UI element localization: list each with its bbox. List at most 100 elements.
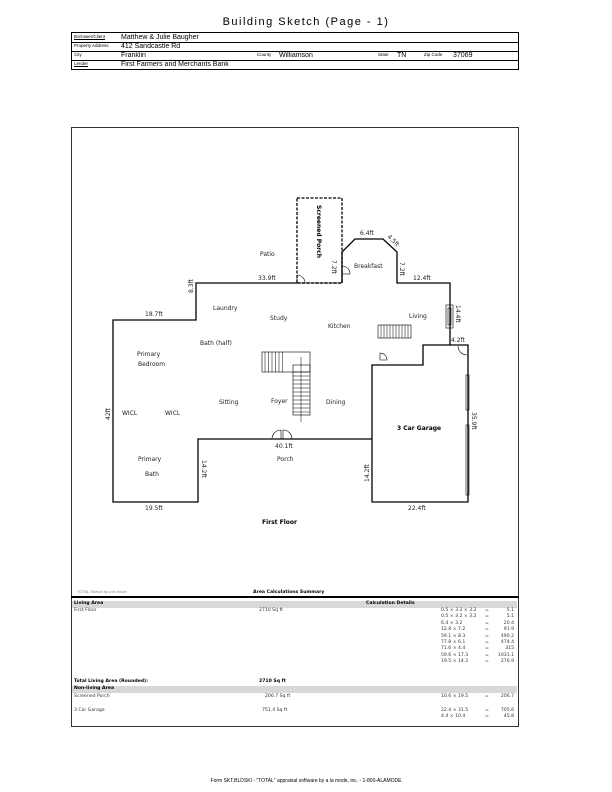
calc-expr: 0.5 × 3.2 × 3.2 [441, 608, 477, 613]
calc-eq: = [485, 633, 489, 639]
calc-expr: 59.1 × 8.3 [441, 633, 466, 639]
calc-val: 315 [505, 646, 514, 652]
kitchen-stairs [377, 324, 412, 339]
garage-label: 3 Car Garage [74, 708, 105, 713]
north-wall [341, 238, 451, 345]
room-garage: 3 Car Garage [397, 425, 441, 432]
garage-door [465, 374, 470, 411]
lender-value: First Farmers and Merchants Bank [121, 61, 229, 68]
garage-door [465, 424, 470, 496]
living-area-header: Living Area [74, 601, 104, 606]
dim: 42ft [105, 407, 112, 420]
calc-val: 490.2 [500, 633, 514, 639]
zip-value: 37069 [453, 52, 473, 59]
calc-expr: 19.5 × 14.2 [441, 659, 469, 665]
dim: 14.2ft [364, 464, 371, 482]
calc-expr: 12.8 × 7.2 [441, 627, 466, 633]
dim: 12.4ft [413, 275, 431, 282]
dim: 6.4ft [360, 230, 375, 237]
page-title: Building Sketch (Page - 1) [222, 16, 390, 28]
room-bath-half: Bath (half) [200, 340, 232, 347]
dim: 22.4ft [408, 505, 426, 512]
room-sitting: Sitting [219, 399, 239, 406]
sketch-credit: TOTAL Sketch by a la mode [77, 589, 127, 594]
borrower-row: Borrower/Client Matthew & Julie Baugher [72, 33, 518, 43]
calc-val: 45.8 [503, 714, 514, 720]
screened-porch-area: 206.7 Sq ft [265, 694, 291, 699]
room-patio: Patio [260, 251, 275, 258]
nonliving-band [72, 686, 517, 693]
calc-val: 705.6 [500, 708, 514, 713]
county-label: County [257, 52, 272, 57]
calc-val: 5.1 [506, 608, 514, 613]
floor-label: First Floor [262, 519, 297, 526]
calc-expr: 22.4 × 31.5 [441, 708, 469, 713]
calc-eq: = [485, 714, 489, 720]
door-arc [457, 345, 468, 356]
room-primary-bath-2: Bath [145, 471, 159, 478]
divider [71, 596, 519, 598]
borrower-label: Borrower/Client [74, 34, 106, 39]
total-living-value: 2710 Sq ft [259, 679, 286, 684]
fixtures [261, 265, 470, 496]
dim: 7.2ft [398, 262, 405, 277]
footer: Form SKT.BLDSKI - "TOTAL" appraisal soft… [210, 778, 402, 784]
main-stairs [261, 351, 311, 416]
door-arc [379, 352, 388, 361]
dim: 40.1ft [275, 443, 293, 450]
calc-details-header: Calculation Details [366, 601, 415, 606]
door-arc [296, 274, 306, 284]
nonliving-header: Non-living Area [74, 686, 115, 691]
porch-calc-eq: = [485, 694, 489, 699]
county-value: Williamson [279, 52, 313, 59]
porch-calc-val: 206.7 [500, 694, 514, 699]
calc-val: 474.4 [500, 640, 514, 645]
city-row: City Franklin County Williamson State TN… [72, 51, 518, 61]
subject-header: Borrower/Client Matthew & Julie Baugher … [71, 32, 519, 70]
calc-eq: = [485, 652, 489, 658]
room-primary-bedroom-2: Bedroom [138, 361, 165, 368]
calc-expr: 71.6 × 4.4 [441, 646, 466, 652]
dim: 14.2ft [200, 460, 207, 478]
dim: 35.9ft [470, 412, 477, 430]
calc-expr: 4.4 × 10.4 [441, 714, 466, 720]
calc-expr: 59.6 × 17.3 [441, 652, 469, 658]
state-label: State [378, 52, 389, 57]
garage-area: 751.4 Sq ft [262, 708, 288, 713]
room-primary-bath: Primary [138, 456, 162, 463]
door-arc [341, 265, 351, 275]
address-label: Property Address [74, 43, 109, 48]
dim: 19.5ft [145, 505, 163, 512]
room-wicl: WICL [122, 410, 138, 417]
room-foyer: Foyer [271, 398, 288, 405]
address-row: Property Address 412 Sandcastle Rd [72, 42, 518, 52]
calc-eq: = [485, 659, 489, 665]
calc-eq: = [485, 614, 489, 620]
room-labels: Patio Screened Porch Breakfast Laundry S… [122, 205, 441, 526]
fireplace [445, 304, 454, 329]
room-wicl: WICL [165, 410, 181, 417]
room-kitchen: Kitchen [328, 323, 351, 330]
dim: 4.5ft [386, 233, 401, 248]
dim: 8.3ft [188, 278, 195, 293]
room-breakfast: Breakfast [354, 263, 383, 270]
porch-calc-expr: 10.6 × 19.5 [441, 694, 469, 699]
calc-val: 91.9 [503, 627, 514, 633]
room-dining: Dining [326, 399, 346, 406]
dim: 33.9ft [258, 275, 276, 282]
calc-val: 5.1 [506, 614, 514, 620]
garage-outline [371, 344, 469, 503]
dim: 14.4ft [454, 305, 461, 323]
screened-porch-outline [296, 197, 343, 284]
calc-eq: = [485, 640, 489, 645]
first-floor-label: First Floor [74, 608, 97, 613]
calc-val: 1031.1 [497, 652, 514, 658]
dim: 4.2ft [451, 337, 466, 344]
room-screened-porch: Screened Porch [315, 205, 322, 258]
area-summary-title: Area Calculations Summary [253, 590, 325, 595]
city-label: City [74, 52, 82, 57]
calc-expr: 6.4 × 3.2 [441, 620, 463, 626]
calc-val: 276.9 [500, 659, 514, 665]
room-living: Living [409, 313, 427, 320]
